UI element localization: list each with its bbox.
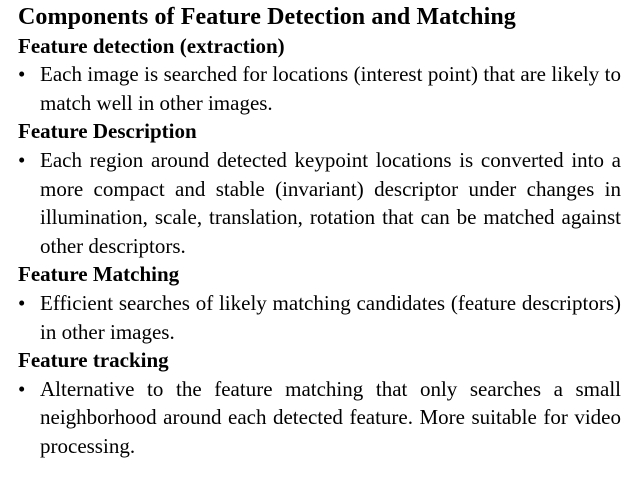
bullet-icon: • (18, 147, 26, 172)
bullet-text: Each image is searched for locations (in… (40, 62, 621, 115)
bullet-text: Alternative to the feature matching that… (40, 376, 621, 458)
bullet-item: • Alternative to the feature matching th… (18, 375, 621, 461)
bullet-icon: • (18, 62, 26, 87)
bullet-text: Each region around detected keypoint loc… (40, 147, 621, 258)
section-heading-feature-tracking: Feature tracking (18, 348, 169, 373)
section-heading-feature-description: Feature Description (18, 119, 197, 144)
bullet-item: • Each image is searched for locations (… (18, 60, 621, 117)
bullet-icon: • (18, 290, 26, 315)
bullet-text: Efficient searches of likely matching ca… (40, 290, 621, 344)
bullet-item: • Each region around detected keypoint l… (18, 146, 621, 260)
slide-title: Components of Feature Detection and Matc… (18, 4, 516, 30)
section-heading-feature-matching: Feature Matching (18, 262, 180, 287)
section-heading-feature-detection: Feature detection (extraction) (18, 33, 285, 58)
bullet-icon: • (18, 376, 26, 401)
bullet-item: • Efficient searches of likely matching … (18, 289, 621, 346)
